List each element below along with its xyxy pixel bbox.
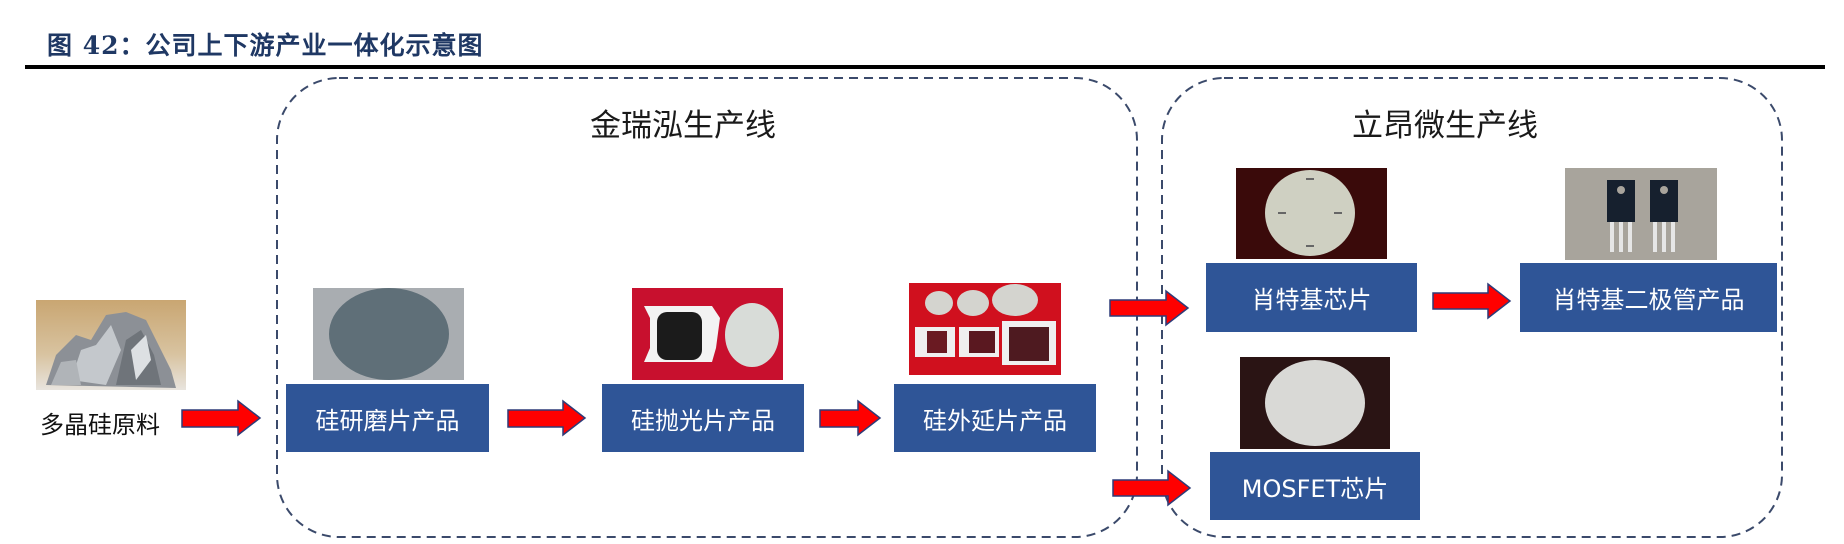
schottky-diode-box: 肖特基二极管产品 [1520,263,1777,332]
polysilicon-photo [36,300,186,390]
mosfet-chip-wafer-photo [1240,357,1390,449]
arrow-epitaxial-to-mosfet [1112,469,1192,507]
arrow-epitaxial-to-schottky [1109,289,1190,327]
lapped-wafer-box: 硅研磨片产品 [286,384,489,452]
section-title-jinruihong: 金瑞泓生产线 [590,108,776,144]
epitaxial-wafer-photo [909,283,1061,375]
polished-wafer-box: 硅抛光片产品 [602,384,804,452]
polished-wafer-photo [632,288,783,380]
lapped-wafer-photo [313,288,464,380]
arrow-polished-to-epitaxial [819,399,882,437]
jinruihong-line-frame [276,77,1138,538]
polysilicon-label: 多晶硅原料 [40,411,160,439]
arrow-schottky-to-diode [1432,282,1512,320]
mosfet-chip-box: MOSFET芯片 [1210,452,1420,520]
figure-title: 图 42：公司上下游产业一体化示意图 [47,31,484,60]
epitaxial-wafer-box: 硅外延片产品 [894,384,1096,452]
schottky-chip-box: 肖特基芯片 [1206,263,1417,332]
arrow-lapped-to-polished [507,399,587,437]
schottky-chip-wafer-photo [1236,168,1387,259]
arrow-raw-to-lapped [181,399,262,437]
title-divider [25,65,1825,69]
section-title-lionmicro: 立昂微生产线 [1352,108,1538,144]
schottky-diode-package-photo [1565,168,1717,260]
